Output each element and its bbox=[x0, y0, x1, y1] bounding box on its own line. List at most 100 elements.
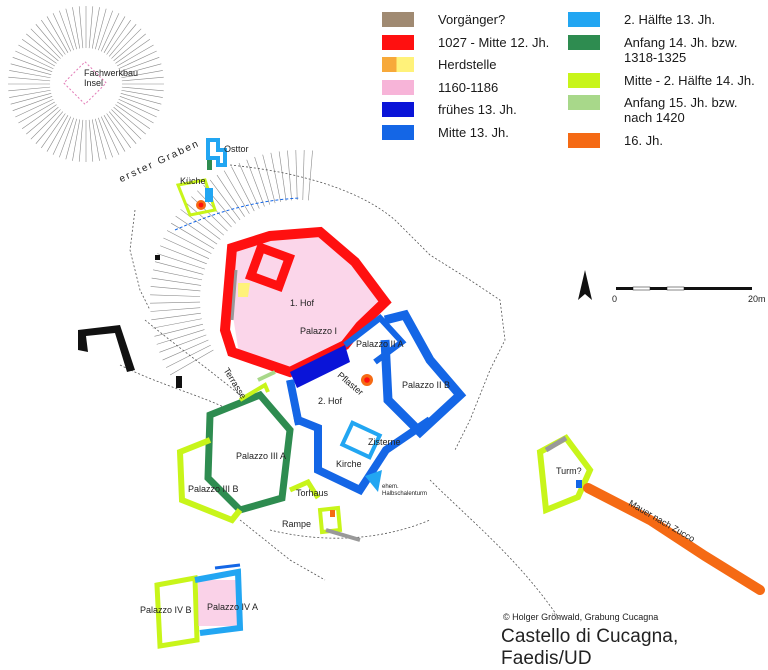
legend-swatch bbox=[568, 95, 600, 110]
hatch-line bbox=[160, 245, 207, 265]
hatch-line bbox=[302, 150, 305, 201]
scale-label-start: 0 bbox=[612, 294, 618, 304]
hatch-line bbox=[18, 44, 55, 67]
hatch-line bbox=[254, 156, 271, 205]
label-palazzo2a: Palazzo II A bbox=[356, 339, 404, 349]
label-kirche: Kirche bbox=[336, 459, 362, 469]
hatch-line bbox=[154, 323, 204, 337]
label-torhaus: Torhaus bbox=[296, 488, 329, 498]
hatch-line bbox=[26, 33, 59, 62]
hatch-line bbox=[238, 162, 260, 209]
hatch-line bbox=[169, 349, 214, 376]
gray-wall-edge bbox=[230, 269, 238, 321]
hatch-line bbox=[52, 13, 72, 52]
hatch-line bbox=[150, 286, 201, 292]
hatch-line bbox=[246, 159, 265, 207]
hatch-line bbox=[108, 111, 137, 144]
hatch-line bbox=[95, 118, 107, 160]
palazzo-iv-a-walls bbox=[194, 568, 244, 636]
hatch-line bbox=[117, 44, 154, 67]
hatch-line bbox=[120, 63, 162, 75]
hatch-line bbox=[21, 104, 57, 129]
hatch-line bbox=[78, 6, 84, 49]
insel-hatching bbox=[8, 6, 164, 162]
hatch-line bbox=[121, 86, 164, 92]
kueche-hearth-inner bbox=[198, 202, 204, 208]
hatch-line bbox=[21, 39, 57, 64]
hatch-line bbox=[111, 109, 142, 140]
label-halbschalenturm: Halbschalenturm bbox=[382, 491, 428, 497]
legend-label: frühes 13. Jh. bbox=[438, 102, 517, 117]
east-line bbox=[429, 479, 561, 621]
hatch-line bbox=[150, 294, 201, 297]
label-hof1: 1. Hof bbox=[290, 298, 315, 308]
hatch-line bbox=[65, 8, 77, 50]
hatch-line bbox=[18, 101, 55, 124]
palazzo-iii-a-walls bbox=[204, 390, 294, 514]
black-mark bbox=[155, 255, 160, 260]
terrace-line bbox=[144, 319, 241, 396]
hatch-line bbox=[41, 19, 66, 55]
label-fachwerkbau: Fachwerkbau bbox=[84, 68, 139, 78]
outer-boundary-line-2 bbox=[129, 209, 151, 311]
hatch-line bbox=[78, 119, 84, 162]
palazzo-i-pink-fill bbox=[232, 232, 380, 372]
legend-label-line2: nach 1420 bbox=[624, 110, 685, 125]
hatch-line bbox=[117, 101, 154, 124]
map-title: Castello di Cucagna, Faedis/UD bbox=[501, 626, 679, 669]
legend-swatch bbox=[568, 72, 600, 88]
hatch-line bbox=[115, 39, 151, 64]
herdstelle-1 bbox=[238, 283, 250, 297]
scale-label-end: 20m bbox=[748, 294, 766, 304]
hatch-line bbox=[106, 113, 131, 149]
hatch-line bbox=[287, 150, 292, 201]
hatch-line bbox=[8, 76, 51, 82]
hatch-line bbox=[180, 209, 221, 240]
hatch-line bbox=[118, 50, 157, 70]
hatch-line bbox=[151, 312, 201, 321]
pflaster-hearth-inner bbox=[364, 377, 370, 383]
hatch-line bbox=[12, 57, 53, 72]
hatch-line bbox=[151, 277, 202, 286]
hatch-line bbox=[88, 6, 94, 49]
hof2-wall bbox=[287, 379, 301, 426]
label-rampe: Rampe bbox=[282, 519, 312, 529]
hatch-line bbox=[166, 230, 212, 254]
legend-label: 1027 - Mitte 12. Jh. bbox=[438, 34, 550, 50]
copyright-text: © Holger Grönwald, Grabung Cucagna bbox=[503, 612, 659, 622]
hatch-line bbox=[120, 93, 162, 105]
hatch-line bbox=[209, 179, 241, 221]
hatch-line bbox=[103, 115, 126, 152]
hatch-line bbox=[108, 24, 137, 57]
hatch-line bbox=[185, 202, 225, 236]
legend-label: Vorgänger? bbox=[438, 12, 506, 27]
hatch-line bbox=[10, 93, 52, 105]
hatch-line bbox=[30, 28, 61, 59]
hatch-line bbox=[121, 89, 163, 98]
label-ehem: ehem. bbox=[382, 484, 399, 490]
hatch-line bbox=[30, 109, 61, 140]
ditch-hatching bbox=[150, 150, 313, 376]
hatch-line bbox=[270, 152, 281, 202]
blue-point bbox=[381, 344, 385, 348]
torhaus-gray bbox=[325, 528, 361, 542]
hatch-line bbox=[162, 339, 209, 361]
hatch-line bbox=[15, 50, 54, 70]
fruehes-13-wall bbox=[290, 345, 350, 388]
outer-boundary-line bbox=[229, 164, 506, 451]
tower-square bbox=[245, 242, 295, 292]
hatch-line bbox=[98, 117, 113, 158]
legend-label: Mitte 13. Jh. bbox=[438, 124, 509, 140]
hatch-line bbox=[175, 215, 218, 245]
hatch-line bbox=[121, 76, 164, 82]
legend-label: Herdstelle bbox=[438, 57, 497, 72]
hatch-line bbox=[106, 19, 131, 55]
hatch-line bbox=[65, 118, 77, 160]
hatch-line bbox=[150, 301, 201, 304]
hatch-line bbox=[111, 28, 142, 59]
legend-swatch bbox=[382, 34, 414, 50]
hatch-line bbox=[41, 113, 66, 149]
hatch-line bbox=[35, 24, 64, 57]
legend-label: Mitte - 2. Hälfte 14. Jh. bbox=[624, 72, 755, 88]
rampe-line bbox=[239, 519, 326, 581]
